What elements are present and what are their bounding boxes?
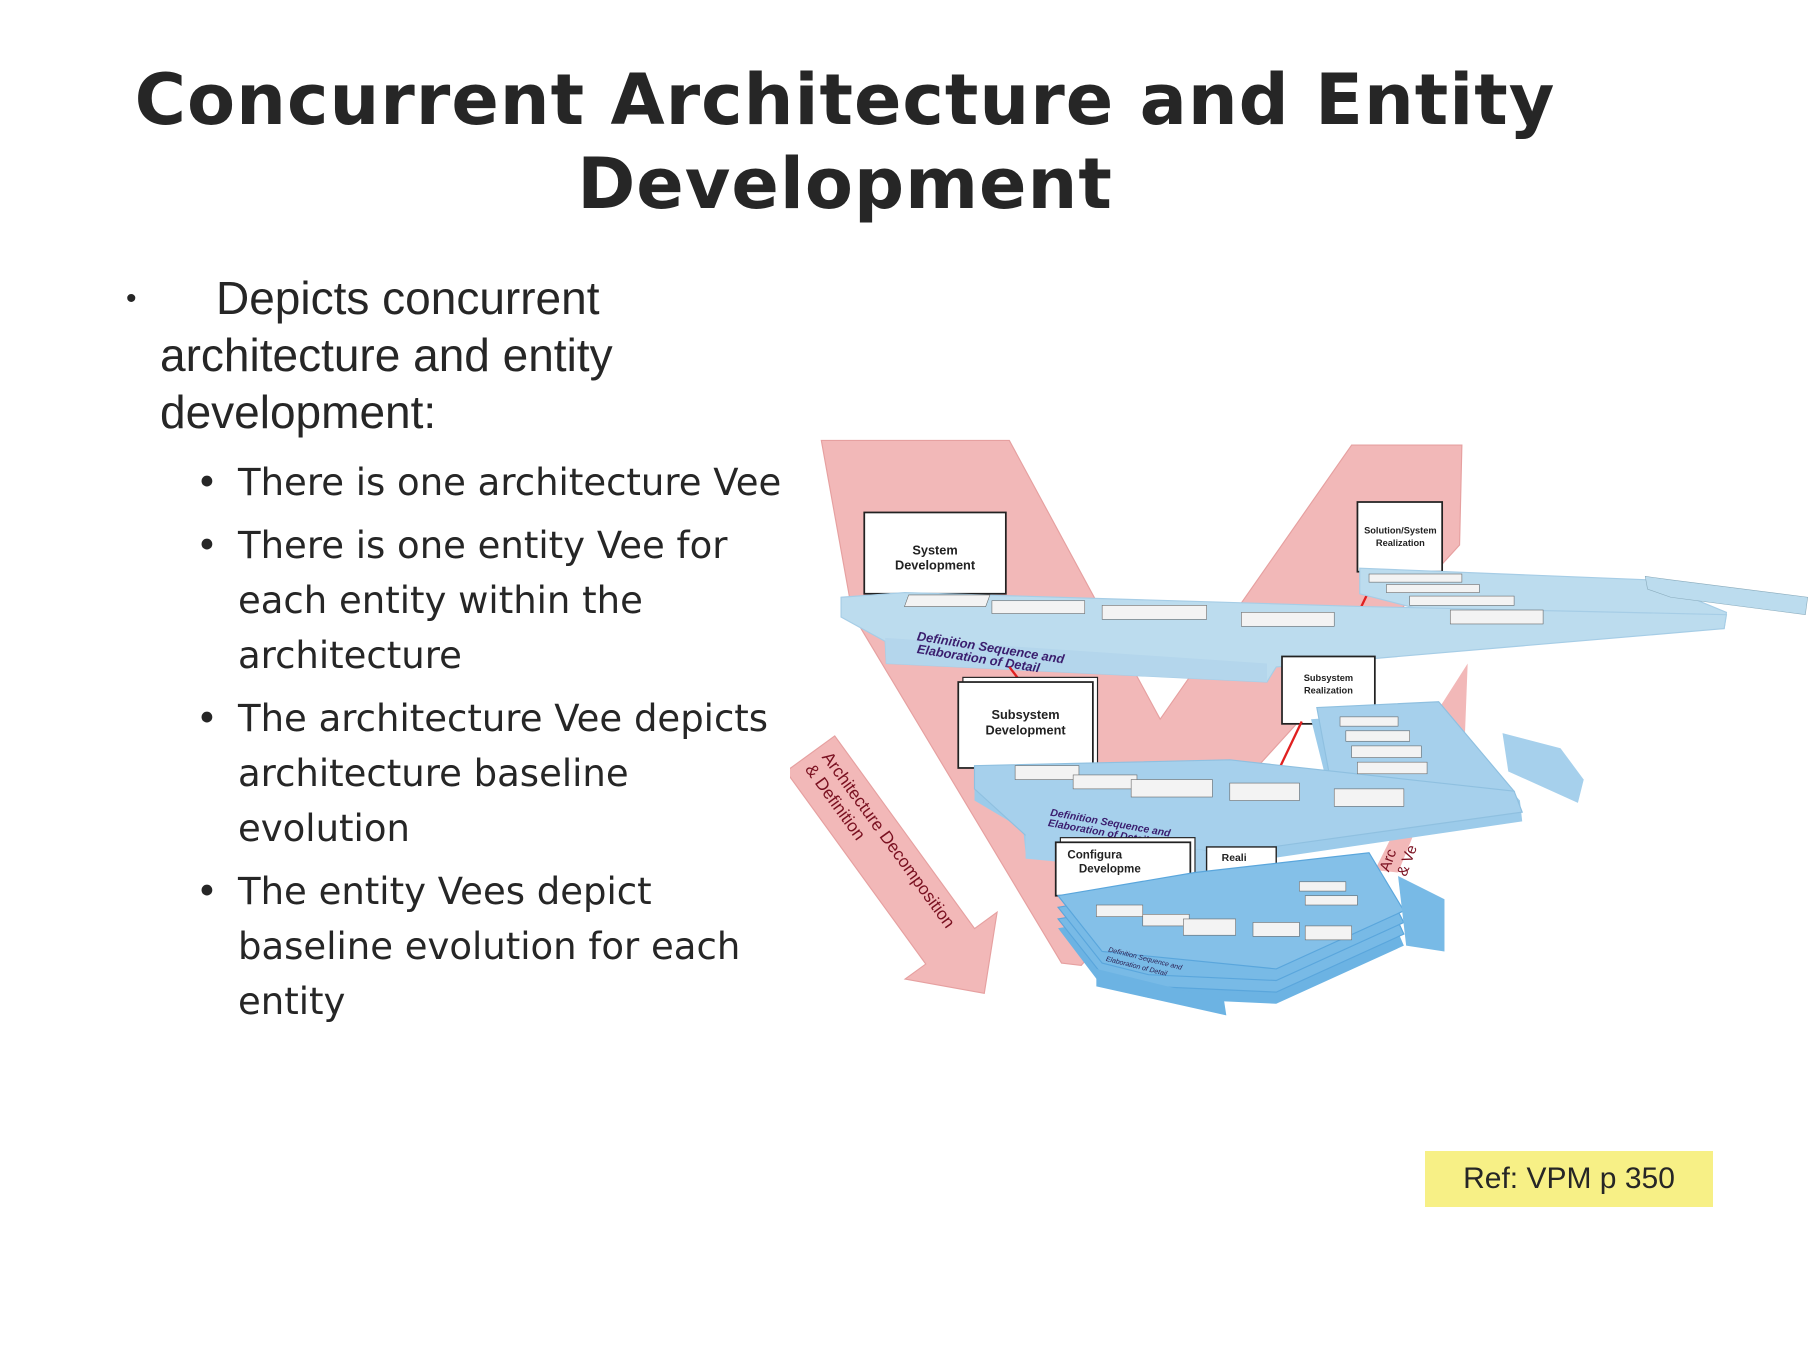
- integration-arrow-label: Arc: [1377, 846, 1401, 874]
- iteration-arrows: [1644, 575, 1809, 615]
- slide-title-line-2: Development: [577, 143, 1113, 225]
- svg-text:System: System: [912, 542, 957, 557]
- svg-text:Subsystem: Subsystem: [992, 707, 1060, 722]
- entity-plates: Definition Sequence and Elaboration of D…: [1056, 852, 1405, 1016]
- sub-bullet-text: There is one architecture Vee: [238, 461, 782, 504]
- svg-text:Subsystem: Subsystem: [1304, 673, 1353, 683]
- svg-text:Configura: Configura: [1067, 849, 1122, 862]
- svg-text:Development: Development: [985, 722, 1066, 737]
- main-bullet-text: Depicts concurrent architecture and enti…: [160, 272, 613, 438]
- iteration-arrows: [1398, 875, 1445, 952]
- architecture-plate: Definition Sequence and Elaboration of D…: [840, 567, 1728, 683]
- sub-bullet-item: • The entity Vees depict baseline evoluti…: [190, 864, 810, 1029]
- bullet-dot: •: [196, 870, 218, 913]
- bullet-dot: •: [196, 524, 218, 567]
- sub-bullet-text: The architecture Vee depicts architectur…: [238, 697, 769, 850]
- sub-bullet-text: The entity Vees depict baseline evolutio…: [238, 870, 741, 1023]
- iteration-arrows: [1502, 733, 1584, 803]
- sub-bullet-item: • The architecture Vee depicts architectu…: [190, 691, 810, 856]
- slide-title: Concurrent Architecture and Entity Devel…: [100, 58, 1590, 226]
- sub-bullet-text: There is one entity Vee for each entity …: [238, 524, 728, 677]
- sub-bullet-item: • There is one entity Vee for each entity…: [190, 518, 810, 683]
- reference-note: Ref: VPM p 350: [1425, 1151, 1713, 1207]
- svg-text:Realization: Realization: [1376, 538, 1425, 548]
- concurrent-vee-diagram: Arc & Ve Architecture Decomposition & De…: [790, 439, 1809, 1016]
- svg-text:Solution/System: Solution/System: [1364, 525, 1437, 535]
- bullet-dot: •: [196, 697, 218, 740]
- main-bullet: • Depicts concurrent architecture and en…: [126, 270, 786, 441]
- svg-text:Realization: Realization: [1304, 686, 1353, 696]
- system-development-box: System Development: [863, 511, 1007, 595]
- sub-bullet-item: • There is one architecture Vee: [190, 455, 810, 510]
- svg-text:Development: Development: [895, 557, 976, 572]
- svg-text:Developme: Developme: [1079, 862, 1141, 875]
- solution-realization-box: Solution/System Realization: [1356, 501, 1444, 573]
- sub-bullet-list: • There is one architecture Vee • There is…: [190, 455, 810, 1037]
- bullet-dot: •: [196, 461, 218, 504]
- slide-title-line-1: Concurrent Architecture and Entity: [134, 59, 1556, 141]
- bullet-dot: •: [126, 282, 137, 315]
- svg-text:Reali: Reali: [1222, 853, 1247, 864]
- subsystem-development-box: Subsystem Development: [957, 676, 1099, 769]
